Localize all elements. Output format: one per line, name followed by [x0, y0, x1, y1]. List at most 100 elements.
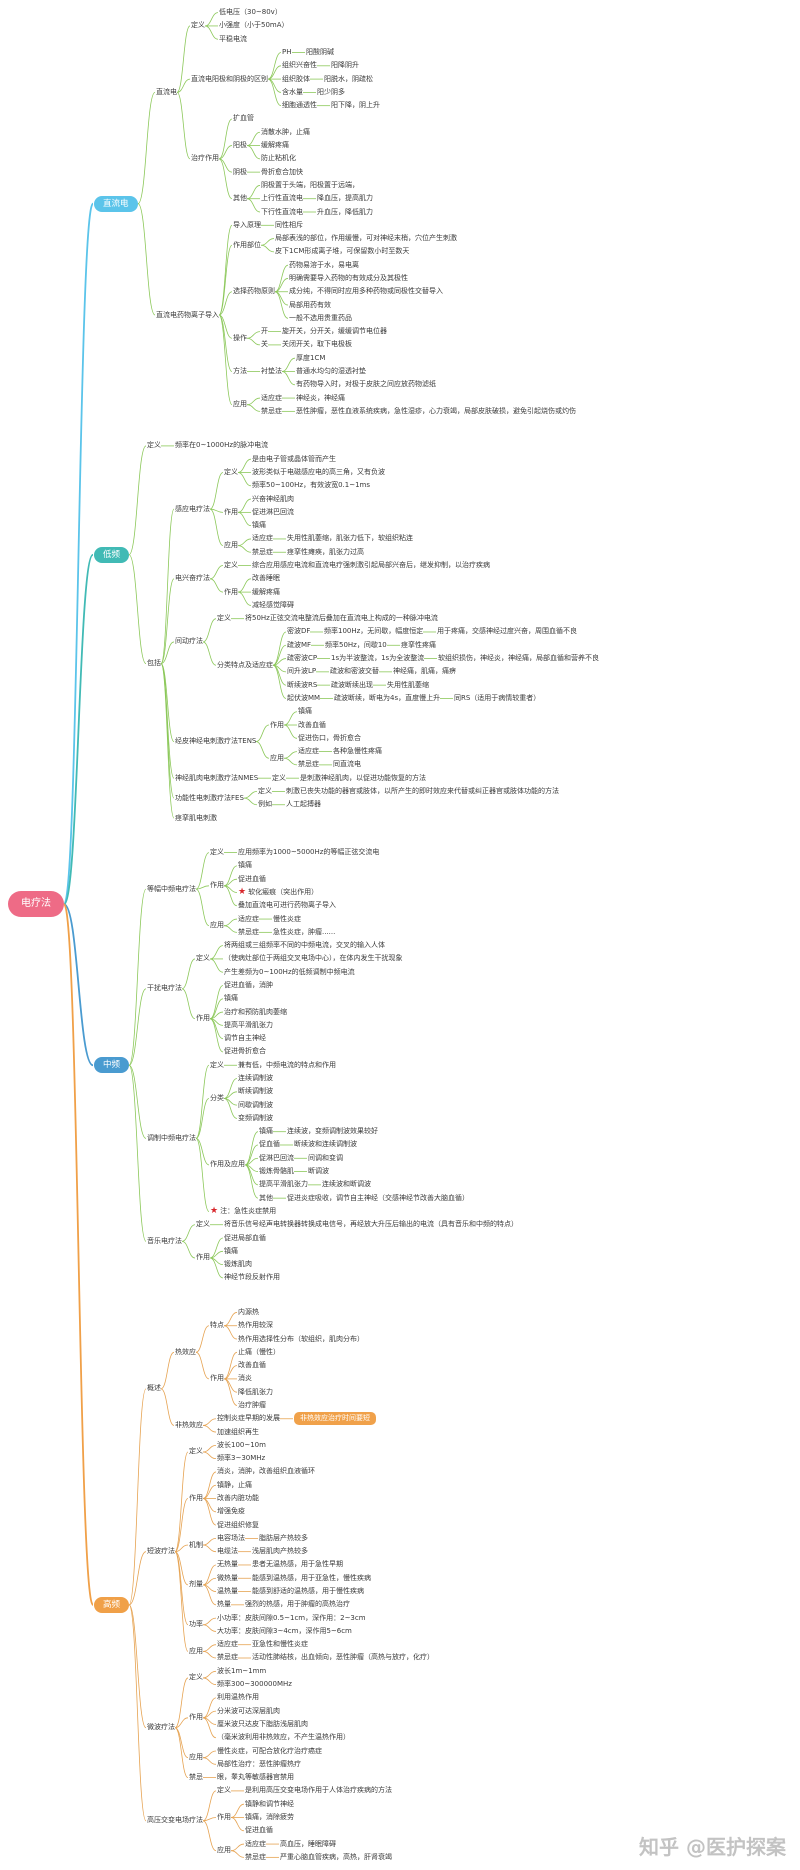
node-label: 镇静和调节神经 [245, 1799, 294, 1808]
node-label: 频率3~30MHz [217, 1454, 266, 1463]
node-label: 细胞通透性 [282, 101, 317, 110]
mindmap-node: 大功率：皮肤间隙3~4cm，深作用5~6cm [217, 1627, 352, 1636]
node-label: 将音乐信号经声电转换器转换成电信号，再经放大升压后输出的电流（具有音乐和中频的特… [224, 1220, 518, 1229]
mindmap-node: 急性炎症，肿瘤...... [273, 928, 335, 937]
mindmap-node: 适应症 [217, 1640, 238, 1649]
connector-line [246, 145, 261, 160]
node-label: 适应症 [298, 747, 319, 756]
connector-line [195, 1137, 210, 1212]
mindmap-node: 锻炼骨骼肌 [259, 1167, 294, 1176]
node-label: 定义 [224, 467, 238, 476]
connector-line [202, 1471, 217, 1499]
mindmap-node: 促进血循 [245, 1826, 273, 1835]
connector-line [202, 1820, 217, 1852]
mindmap-node: 防止粘机化 [261, 154, 296, 163]
mindmap-node: 低电压（30~80v） [219, 8, 282, 17]
mindmap-node: 同RS（适用于病情较重者） [454, 694, 540, 703]
mindmap-node: 密波DF [287, 627, 310, 636]
mindmap-node: 非热效应 [175, 1421, 203, 1430]
mindmap-node: 促进淋巴回流 [252, 508, 294, 517]
mindmap-node: 控制炎症早期的发展 [217, 1414, 280, 1423]
mindmap-node: 将音乐信号经声电转换器转换成电信号，再经放大升压后输出的电流（具有音乐和中频的特… [224, 1220, 518, 1229]
mindmap-node: 提高平滑肌张力 [259, 1180, 308, 1189]
mindmap-node: 叠加直流电可进行药物离子导入 [238, 901, 336, 910]
mindmap-node: 定义 [224, 561, 238, 570]
node-label: 断调波 [308, 1167, 329, 1176]
node-label: 消炎，消肿，改善组织血液循环 [217, 1467, 315, 1476]
connector-line [160, 1351, 175, 1390]
node-label: 防止粘机化 [261, 154, 296, 163]
mindmap-node: 一般不选用贵重药品 [289, 314, 352, 323]
connector-line [218, 291, 233, 316]
mindmap-node: 开 [261, 327, 268, 336]
mindmap-node: 镇痛，消除疲劳 [245, 1813, 294, 1822]
mindmap-node: 改善内脏功能 [217, 1494, 259, 1503]
mindmap-node: 间升波LP [287, 667, 316, 676]
node-label: 一般不选用贵重药品 [289, 313, 352, 322]
connector-line [246, 198, 261, 213]
node-label: 电兴奋疗法 [175, 574, 210, 583]
node-label: 频率300~300000MHz [217, 1680, 292, 1689]
node-label: 提高平滑肌张力 [224, 1020, 273, 1029]
mindmap-node: 定义 [224, 468, 238, 477]
mindmap-node: （使病灶部位于两组交叉电场中心），在体内发生干扰现象 [224, 954, 403, 963]
mindmap-node: 作用及应用 [210, 1160, 245, 1169]
node-label: 组织胶体 [282, 74, 310, 83]
mindmap-node: 关 [261, 340, 268, 349]
mindmap-node: 应用 [224, 541, 238, 550]
node-label: 神经炎，神经痛 [296, 393, 345, 402]
node-label: 非热效应治疗时间要短 [300, 1414, 370, 1423]
mindmap-node: 适应症 [261, 394, 282, 403]
node-label: 适应症 [238, 914, 259, 923]
mindmap-node: 是刺激神经肌肉，以促进功能恢复的方法 [300, 774, 426, 783]
mindmap-node: 适应症 [252, 534, 273, 543]
node-label: 低频 [103, 549, 121, 560]
connector-line [281, 371, 296, 386]
node-label: 温热量 [217, 1587, 238, 1596]
node-label: 利用温热作用 [217, 1693, 259, 1702]
node-label: 升血压，降低肌力 [317, 207, 373, 216]
node-label: 镇痛，消除疲劳 [245, 1812, 294, 1821]
mindmap-node: 作用 [224, 508, 238, 517]
connector-line [202, 1451, 217, 1460]
node-label: 直流电 [103, 198, 129, 209]
node-label: 定义 [189, 1447, 203, 1456]
node-label: 密波DF [287, 627, 311, 636]
mindmap-node: 直流电药物离子导入 [156, 311, 219, 320]
mindmap-node: 应用 [189, 1647, 203, 1656]
connector-line [223, 1378, 238, 1393]
mindmap-node: 热作用较深 [238, 1321, 273, 1330]
node-label: 促进局部血循 [224, 1233, 266, 1242]
connector-line [267, 78, 282, 93]
mindmap-node: 定义 [210, 1061, 224, 1070]
node-label: 促进组织修复 [217, 1520, 259, 1529]
node-label: 大功率：皮肤间隙3~4cm，深作用5~6cm [217, 1626, 352, 1635]
connector-line [246, 185, 261, 200]
connector-line [202, 1498, 217, 1513]
node-label: 降血压，提高肌力 [317, 194, 373, 203]
node-label: 断续波和连续调制波 [294, 1140, 357, 1149]
connector-line [202, 1790, 217, 1822]
node-label: 缓解疼痛 [261, 141, 289, 150]
mindmap-node: 作用 [196, 1014, 210, 1023]
connector-line [174, 1551, 189, 1626]
mindmap-node: 衬垫法 [261, 367, 282, 376]
node-label: 上行性直流电 [261, 194, 303, 203]
connector-line [274, 291, 289, 306]
mindmap-node: 关闭开关，取下电极板 [282, 340, 352, 349]
node-label: 是由电子管或晶体管而产生 [252, 454, 336, 463]
mindmap-node: 机制 [189, 1541, 203, 1550]
node-label: 功率 [189, 1620, 203, 1629]
node-label: 恶性肿瘤，恶性血液系统疾病，急性湿疹，心力衰竭，局部皮肤破损，避免引起烧伤或灼伤 [296, 406, 576, 415]
node-label: 关 [261, 340, 268, 349]
connector-line [202, 1537, 217, 1546]
mindmap-node: 高压交变电场疗法 [147, 1816, 203, 1825]
main-branch-topic: 低频 [94, 546, 130, 563]
node-label: 促进血循 [245, 1826, 273, 1835]
connector-line [63, 553, 94, 906]
mindmap-node: 强烈的热感，用于肿瘤的高热治疗 [245, 1600, 350, 1609]
node-label: 神经节段反射作用 [224, 1273, 280, 1282]
node-label: 连续波和断调波 [322, 1180, 371, 1189]
node-label: 调制中频电疗法 [147, 1133, 196, 1142]
node-label: （使病灶部位于两组交叉电场中心），在体内发生干扰现象 [224, 954, 403, 963]
